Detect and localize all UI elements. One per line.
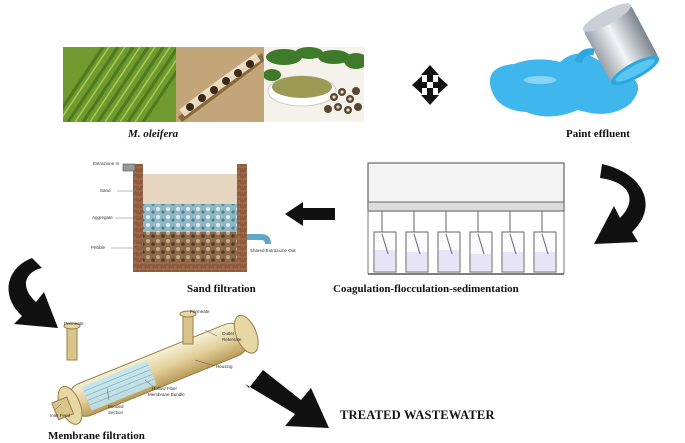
moringa-powder-seeds-photo bbox=[264, 47, 364, 122]
curved-arrow-icon bbox=[594, 164, 646, 244]
left-arrow-icon bbox=[285, 202, 335, 226]
sand-filter-outlet-label: Shared Estrazione Out bbox=[250, 248, 296, 253]
moringa-caption: M. oleifera bbox=[128, 128, 179, 140]
membrane-housing-label: Housing bbox=[216, 364, 233, 369]
sand-filter-pebble-label: Pebble bbox=[91, 245, 106, 250]
membrane-hollow-fiber-label: Hollow Fiber bbox=[152, 386, 178, 391]
membrane-permeate-left-label: Permeate bbox=[64, 321, 84, 326]
sand-filter-aggregate-label: Aggregate bbox=[92, 215, 113, 220]
coagulation-caption: Coagulation-flocculation-sedimentation bbox=[333, 283, 519, 295]
membrane-caption: Membrane filtration bbox=[48, 430, 145, 442]
membrane-bundle-label: Membrane Bundle bbox=[148, 392, 185, 397]
sand-filter-diagram bbox=[111, 163, 271, 272]
moringa-seed-pod-photo bbox=[176, 47, 264, 122]
four-way-arrow-icon bbox=[412, 65, 448, 105]
curved-arrow-down-icon bbox=[8, 258, 59, 328]
jar-test-apparatus bbox=[367, 162, 565, 275]
membrane-permeate-right-label: Permeate bbox=[190, 309, 210, 314]
membrane-outlet-label: Outlet bbox=[222, 331, 235, 336]
paint-spill-illustration bbox=[489, 3, 660, 117]
treated-wastewater-label: TREATED WASTEWATER bbox=[340, 408, 495, 422]
sand-filter-sand-label: Sand bbox=[100, 188, 111, 193]
membrane-retentate-label: Retentate bbox=[222, 337, 242, 342]
sand-caption: Sand filtration bbox=[187, 283, 256, 295]
diagonal-arrow-icon bbox=[245, 370, 329, 428]
membrane-bonded-label: Bonded bbox=[108, 404, 124, 409]
membrane-module-diagram bbox=[51, 310, 259, 425]
paint-caption: Paint effluent bbox=[566, 128, 630, 140]
sand-filter-inlet-label: Estrazione In bbox=[93, 161, 120, 166]
membrane-inlet-feed-label: Inlet Feed bbox=[50, 413, 71, 418]
moringa-pods-photo bbox=[63, 47, 176, 122]
membrane-section-label: Section bbox=[108, 410, 124, 415]
